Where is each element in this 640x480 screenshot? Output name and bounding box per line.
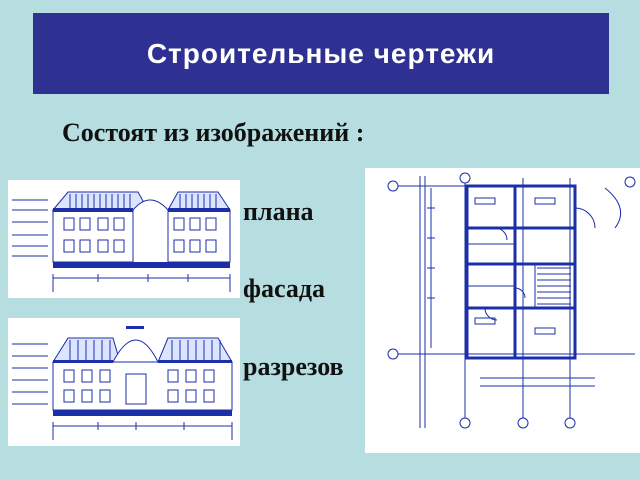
facade-drawing-1 xyxy=(8,180,240,298)
floor-plan-drawing xyxy=(365,168,640,453)
facade-drawing-2 xyxy=(8,318,240,446)
title-bar: Строительные чертежи xyxy=(33,13,609,94)
slide-subtitle: Состоят из изображений : xyxy=(62,118,365,147)
slide-title: Строительные чертежи xyxy=(146,37,496,69)
list-item-plan: плана xyxy=(243,197,314,226)
list-item-section: разрезов xyxy=(243,352,344,381)
list-item-facade: фасада xyxy=(243,274,325,303)
